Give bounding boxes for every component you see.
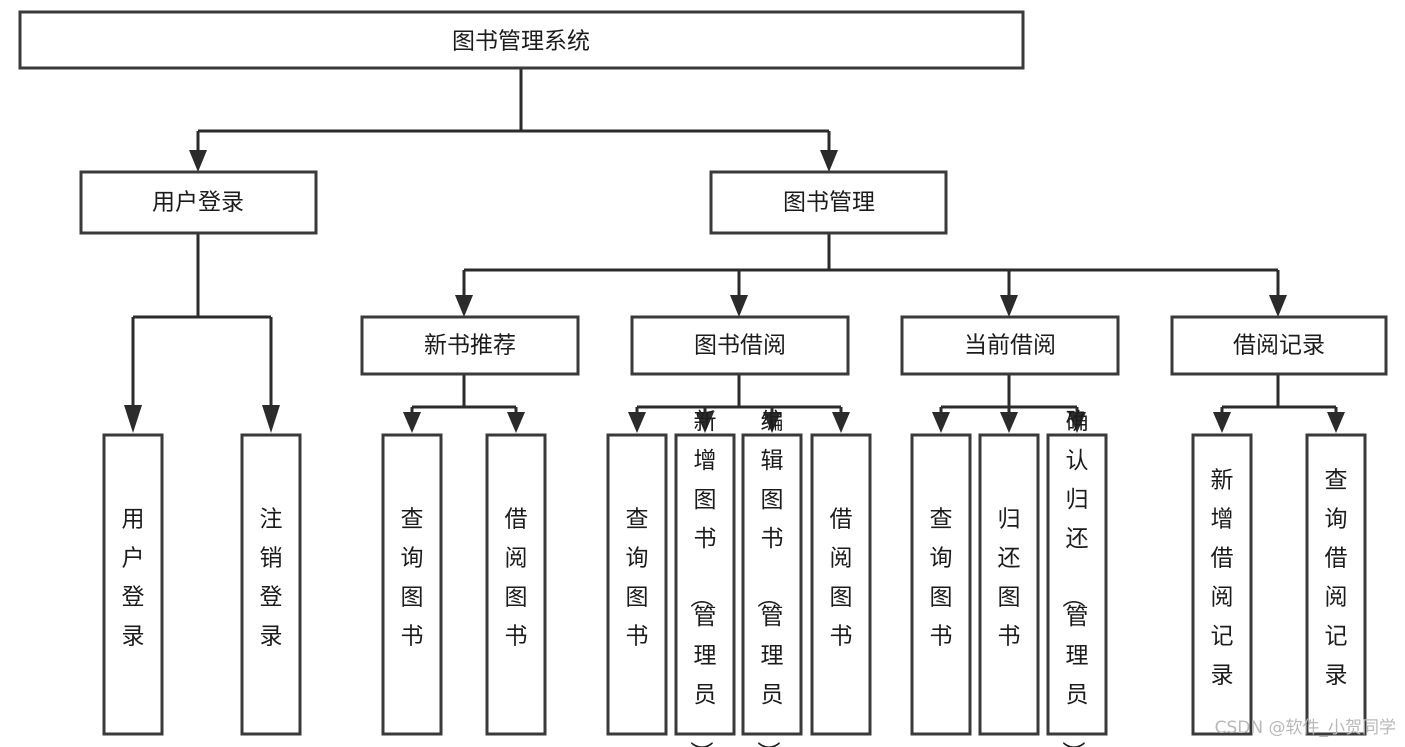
arrowhead-book-borrow [730,295,748,317]
node-leaf-return-book-label: 归还图书 [998,507,1021,650]
arrowhead-leaf-query-book-1 [403,412,421,433]
node-leaf-edit-book-box[interactable] [741,433,803,736]
node-leaf-add-book-label: 新增图书（管理员） [688,409,717,747]
node-leaf-add-book[interactable]: 新增图书（管理员） [674,409,736,747]
arrowhead-leaf-query-book-2 [628,412,646,433]
node-leaf-add-record-label: 新增借阅记录 [1211,468,1234,689]
arrowhead-leaf-borrow-book-2 [832,412,850,433]
node-leaf-query-book-1[interactable]: 查询图书 [381,433,443,736]
arrowhead-leaf-query-record [1327,412,1345,433]
node-leaf-add-record-box[interactable] [1191,433,1253,736]
node-borrow-record-label: 借阅记录 [1233,333,1325,359]
node-leaf-query-book-2[interactable]: 查询图书 [606,433,668,736]
node-new-book-recommend[interactable]: 新书推荐 [360,315,580,376]
node-leaf-borrow-book-1-box[interactable] [485,433,547,736]
node-borrow-record[interactable]: 借阅记录 [1170,315,1388,376]
node-leaf-user-login-label: 用户登录 [122,507,145,650]
node-new-book-recommend-label: 新书推荐 [424,333,516,359]
arrowhead-leaf-logout-login [262,405,280,433]
node-leaf-query-record-label: 查询借阅记录 [1325,468,1348,689]
node-leaf-logout-login-box[interactable] [240,433,302,736]
arrowhead-book-management [820,150,838,172]
arrowhead-leaf-confirm-return [1068,412,1086,433]
arrowhead-new-book-recommend [455,295,473,317]
node-leaf-edit-book[interactable]: 编辑图书（管理员） [741,409,803,747]
node-book-borrow-box[interactable] [630,315,850,376]
node-leaf-confirm-return[interactable]: 确认归还（管理员） [1046,409,1108,747]
node-root[interactable]: 图书管理系统 [18,10,1025,70]
node-leaf-query-book-3[interactable]: 查询图书 [910,433,972,736]
node-leaf-confirm-return-box[interactable] [1046,433,1108,736]
node-leaf-edit-book-label: 编辑图书（管理员） [755,409,784,747]
node-leaf-query-record[interactable]: 查询借阅记录 [1305,433,1367,736]
node-book-management[interactable]: 图书管理 [709,170,948,235]
node-user-login-label: 用户登录 [152,190,244,216]
csdn-watermark: CSDN @软件_小贺同学 [1215,718,1396,738]
node-book-management-label: 图书管理 [783,190,875,216]
arrowhead-leaf-query-book-3 [932,412,950,433]
node-root-label: 图书管理系统 [452,29,590,55]
connector-layer [124,68,1345,433]
arrowhead-leaf-borrow-book-1 [507,412,525,433]
node-book-management-box[interactable] [709,170,948,235]
node-leaf-add-book-box[interactable] [674,433,736,736]
node-book-borrow-label: 图书借阅 [694,333,786,359]
node-leaf-query-book-3-label: 查询图书 [930,507,953,650]
arrowhead-leaf-user-login [124,405,142,433]
node-leaf-borrow-book-2-box[interactable] [810,433,872,736]
node-current-borrow[interactable]: 当前借阅 [900,315,1120,376]
node-leaf-query-book-1-label: 查询图书 [401,507,424,650]
arrowhead-leaf-edit-book [763,412,781,433]
node-leaf-logout-login-label: 注销登录 [260,507,283,650]
node-leaf-add-record[interactable]: 新增借阅记录 [1191,433,1253,736]
arrowhead-current-borrow [1000,295,1018,317]
node-leaf-logout-login[interactable]: 注销登录 [240,433,302,736]
arrowhead-borrow-record [1269,295,1287,317]
node-current-borrow-box[interactable] [900,315,1120,376]
node-book-borrow[interactable]: 图书借阅 [630,315,850,376]
node-user-login-box[interactable] [79,170,318,235]
node-leaf-borrow-book-1-label: 借阅图书 [505,507,528,650]
node-leaf-return-book-box[interactable] [978,433,1040,736]
node-leaf-query-book-1-box[interactable] [381,433,443,736]
arrowhead-leaf-add-record [1213,412,1231,433]
arrowhead-leaf-return-book [1000,412,1018,433]
arrowhead-user-login [189,150,207,172]
node-new-book-recommend-box[interactable] [360,315,580,376]
node-leaf-query-book-2-label: 查询图书 [626,507,649,650]
node-user-login[interactable]: 用户登录 [79,170,318,235]
node-borrow-record-box[interactable] [1170,315,1388,376]
node-leaf-borrow-book-2[interactable]: 借阅图书 [810,433,872,736]
node-leaf-borrow-book-2-label: 借阅图书 [830,507,853,650]
node-current-borrow-label: 当前借阅 [964,333,1056,359]
node-leaf-confirm-return-label: 确认归还（管理员） [1060,409,1089,747]
node-leaf-return-book[interactable]: 归还图书 [978,433,1040,736]
node-leaf-user-login-box[interactable] [102,433,164,736]
arrowhead-leaf-add-book [696,412,714,433]
node-leaf-query-book-2-box[interactable] [606,433,668,736]
leaf-layer: 用户登录 注销登录 查询图书 借阅图书 查询图书 新增图书（管理员） 编辑图书（… [102,409,1367,747]
node-leaf-query-record-box[interactable] [1305,433,1367,736]
node-root-box[interactable] [18,10,1025,70]
node-leaf-user-login[interactable]: 用户登录 [102,433,164,736]
node-leaf-borrow-book-1[interactable]: 借阅图书 [485,433,547,736]
node-leaf-query-book-3-box[interactable] [910,433,972,736]
